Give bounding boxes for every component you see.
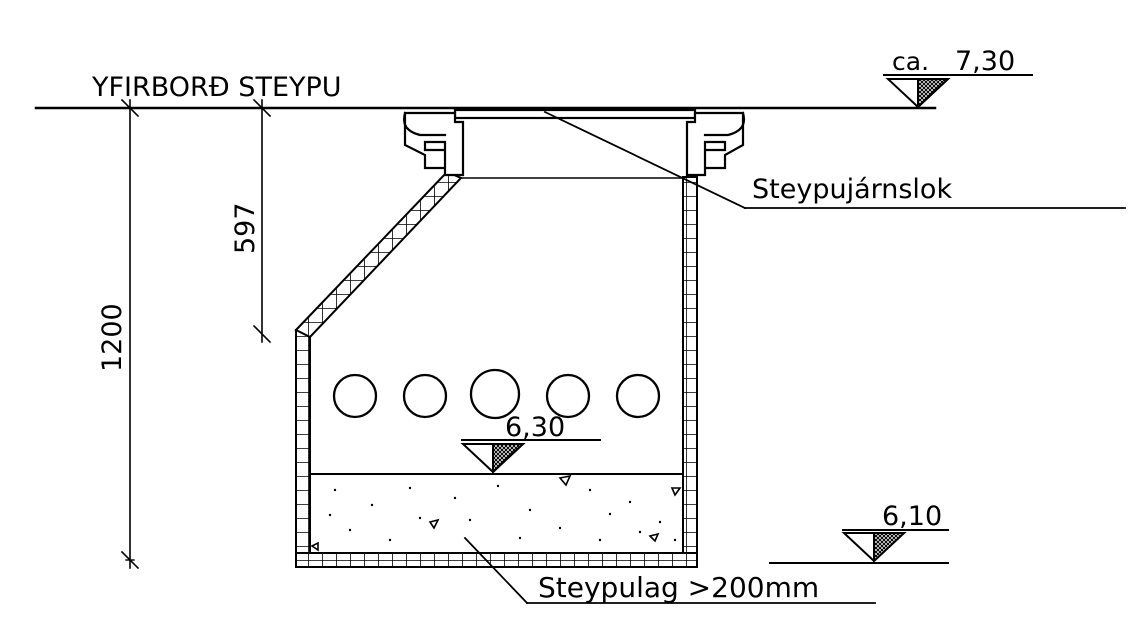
cover-label: Steypujárnslok <box>752 174 952 205</box>
pipe-openings <box>332 368 661 420</box>
concrete-base <box>309 473 684 552</box>
pipe-4 <box>545 373 591 419</box>
top-level-prefix: ca. <box>892 47 929 76</box>
invert-level-marker: 6,30 <box>460 412 601 475</box>
dim-1200-label: 1200 <box>97 303 128 372</box>
pipe-2 <box>402 373 448 419</box>
dimension-1200: 1200 <box>97 98 140 570</box>
base-layer-leader: Steypulag >200mm <box>463 536 876 605</box>
dimension-597: 597 <box>230 98 272 344</box>
top-level-marker: ca. 7,30 <box>883 46 1033 110</box>
base-layer-label: Steypulag >200mm <box>538 571 819 604</box>
surface-label: YFIRBORÐ STEYPU <box>91 72 342 103</box>
cast-iron-cover <box>402 108 746 177</box>
top-level-value: 7,30 <box>955 46 1015 77</box>
invert-level-value: 6,30 <box>505 412 565 443</box>
cover-leader: Steypujárnslok <box>543 110 1126 210</box>
dim-597-label: 597 <box>230 202 261 254</box>
manhole-walls <box>294 170 698 568</box>
pipe-3 <box>469 368 521 420</box>
bottom-level-value: 6,10 <box>882 501 942 532</box>
bottom-level-marker: 6,10 <box>769 501 949 564</box>
pipe-1 <box>332 373 378 419</box>
pipe-5 <box>615 373 661 419</box>
